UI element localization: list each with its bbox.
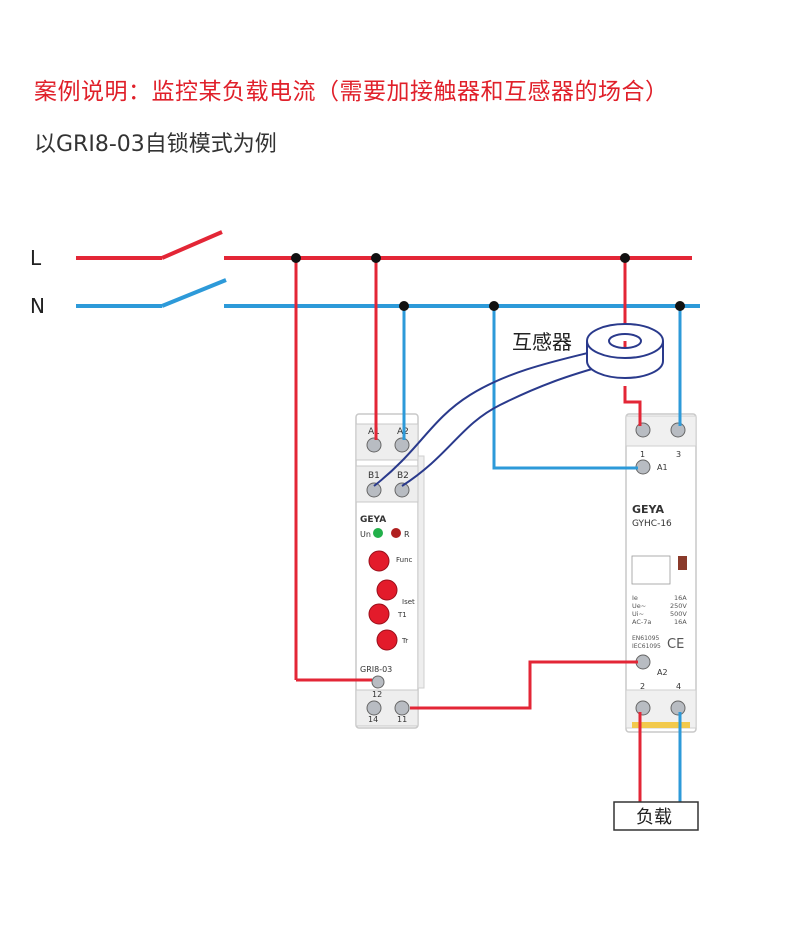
relay-knob-t1-label: T1 bbox=[397, 611, 407, 619]
load-label: 负载 bbox=[636, 807, 672, 828]
relay-terminal-b2: B2 bbox=[397, 471, 409, 481]
relay-terminal-11: 11 bbox=[397, 715, 407, 724]
relay-screw-b1[interactable] bbox=[366, 482, 382, 498]
relay-screw-11[interactable] bbox=[394, 700, 410, 716]
contactor-terminal-4: 4 bbox=[676, 682, 681, 691]
contactor-spec-ue: Ue~ bbox=[632, 602, 646, 610]
contactor-terminal-3: 3 bbox=[676, 450, 681, 459]
contactor-screw-a2[interactable] bbox=[635, 654, 651, 670]
contactor-standard-iec: IEC61095 bbox=[632, 643, 661, 650]
contactor-screw-3[interactable] bbox=[670, 422, 686, 438]
contactor-model: GYHC-16 bbox=[632, 519, 672, 529]
relay-knob-func-label: Func bbox=[396, 556, 413, 564]
contactor-coil-a1: A1 bbox=[657, 463, 668, 472]
contactor-module: 1 3 A1 GEYA GYHC-16 Ie Ue~ Ui~ AC-7a 16A… bbox=[625, 413, 697, 733]
relay-led-un-label: Un bbox=[360, 530, 371, 539]
page-subtitle: 以GRI8-03自锁模式为例 bbox=[34, 132, 277, 157]
relay-brand-logo: GEYA bbox=[360, 515, 386, 525]
relay-model: GRI8-03 bbox=[360, 665, 392, 674]
relay-screw-b2[interactable] bbox=[394, 482, 410, 498]
ct-cable bbox=[373, 349, 607, 487]
contactor-spec-ac-value: 16A bbox=[674, 618, 687, 626]
neutral-bus bbox=[76, 278, 700, 308]
ct-label: 互感器 bbox=[512, 330, 572, 354]
relay-knob-iset[interactable] bbox=[376, 579, 398, 601]
contactor-ce-mark: CE bbox=[667, 637, 684, 652]
contactor-spec-ue-value: 250V bbox=[670, 602, 687, 610]
page-title: 案例说明：监控某负载电流（需要加接触器和互感器的场合） bbox=[34, 79, 669, 105]
contactor-spec-ie: Ie bbox=[632, 594, 638, 602]
neutral-wires bbox=[402, 306, 682, 806]
contactor-screw-2[interactable] bbox=[635, 700, 651, 716]
load-box: 负载 bbox=[613, 801, 699, 831]
relay-terminal-12: 12 bbox=[372, 690, 382, 699]
relay-led-r-label: R bbox=[404, 530, 410, 539]
relay-screw-a1[interactable] bbox=[366, 437, 382, 453]
live-label: L bbox=[30, 246, 42, 270]
relay-knob-func[interactable] bbox=[368, 550, 390, 572]
contactor-screw-a1[interactable] bbox=[635, 459, 651, 475]
contactor-standard-en: EN61095 bbox=[632, 635, 660, 642]
relay-terminal-a1: A1 bbox=[368, 427, 380, 437]
relay-knob-iset-label: Iset bbox=[402, 598, 415, 606]
contactor-spec-ie-value: 16A bbox=[674, 594, 687, 602]
relay-screw-12[interactable] bbox=[371, 675, 385, 689]
contactor-screw-4[interactable] bbox=[670, 700, 686, 716]
relay-knob-t1[interactable] bbox=[368, 603, 390, 625]
relay-knob-tr-label: Tr bbox=[401, 637, 408, 645]
relay-screw-14[interactable] bbox=[366, 700, 382, 716]
contactor-coil-a2: A2 bbox=[657, 668, 668, 677]
contactor-spec-ui: Ui~ bbox=[632, 610, 644, 618]
live-bus bbox=[76, 230, 692, 260]
relay-led-r bbox=[391, 528, 401, 538]
contactor-brand-logo: GEYA bbox=[632, 503, 664, 516]
relay-terminal-b1: B1 bbox=[368, 471, 380, 481]
junction-dots bbox=[291, 253, 685, 311]
relay-screw-a2[interactable] bbox=[394, 437, 410, 453]
relay-led-un bbox=[373, 528, 383, 538]
contactor-screw-1[interactable] bbox=[635, 422, 651, 438]
relay-knob-tr[interactable] bbox=[376, 629, 398, 651]
neutral-label: N bbox=[30, 294, 45, 318]
contactor-terminal-2: 2 bbox=[640, 682, 645, 691]
contactor-spec-ac: AC-7a bbox=[632, 618, 651, 626]
relay-terminal-14: 14 bbox=[368, 715, 378, 724]
contactor-terminal-1: 1 bbox=[640, 450, 645, 459]
contactor-spec-ui-value: 500V bbox=[670, 610, 687, 618]
current-transformer bbox=[586, 323, 664, 379]
